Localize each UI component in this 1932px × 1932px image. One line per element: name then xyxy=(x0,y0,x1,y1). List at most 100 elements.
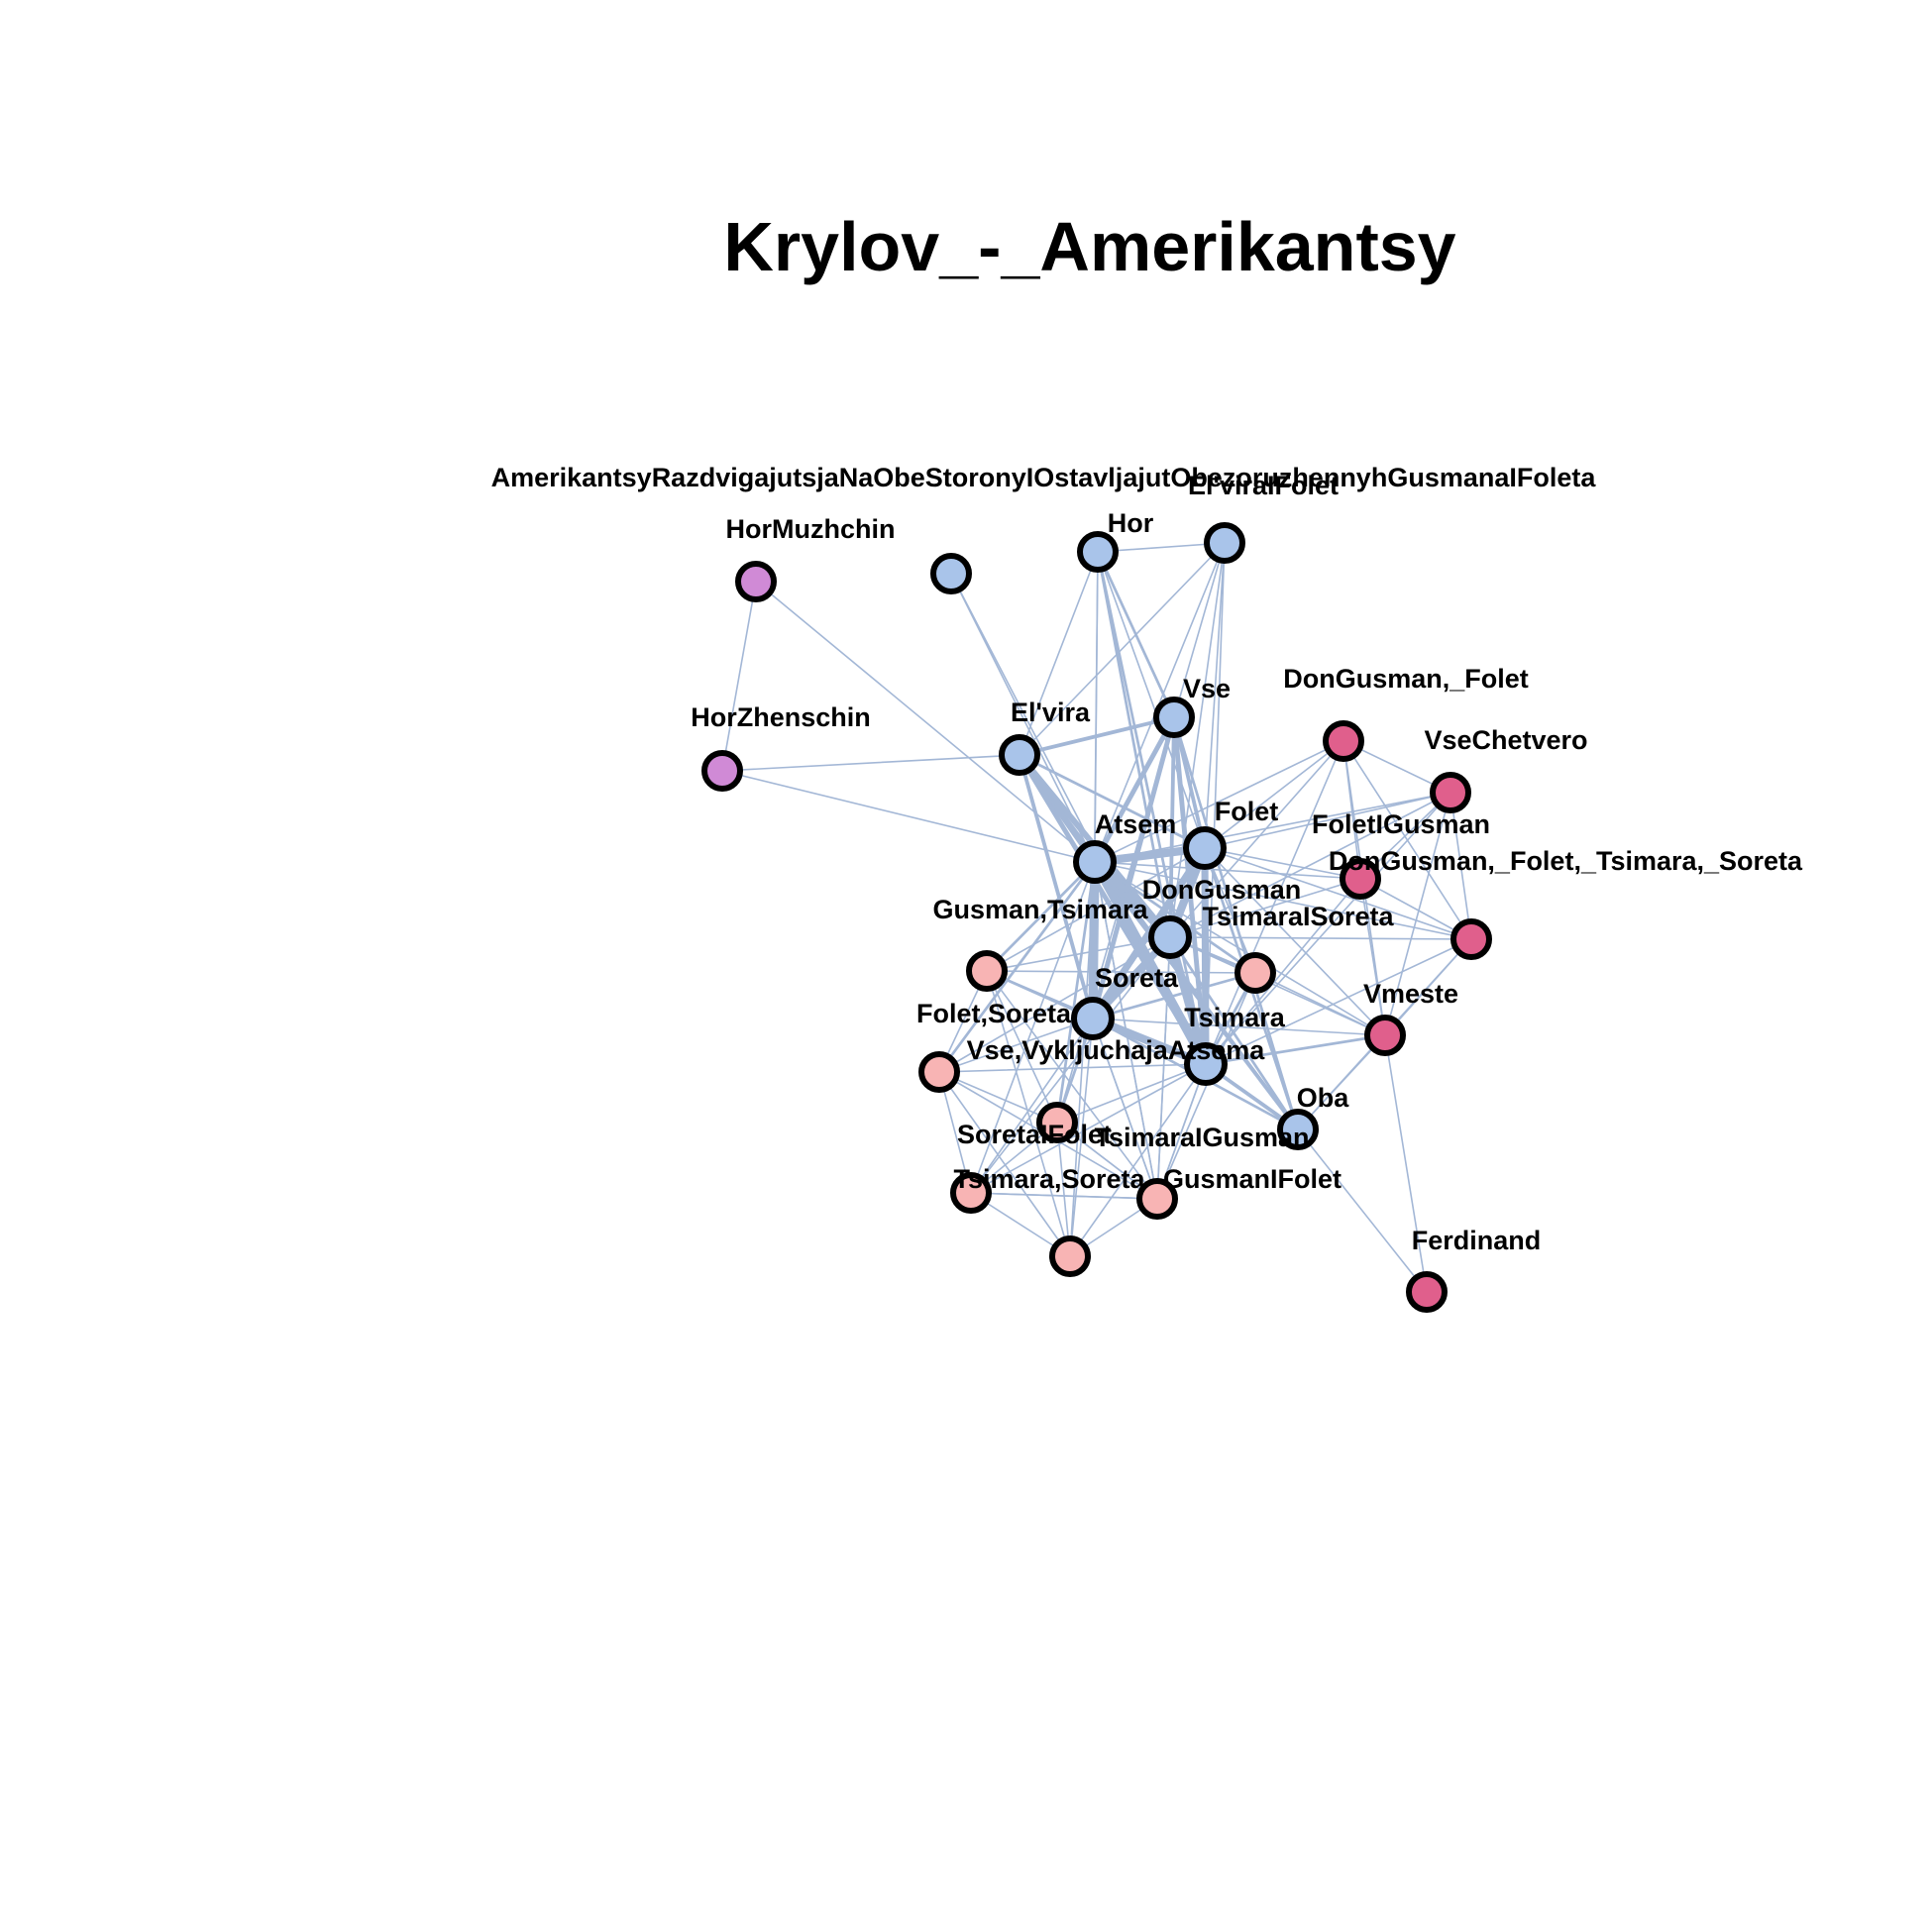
graph-edge xyxy=(1297,1128,1428,1293)
graph-edge xyxy=(1091,971,1257,1020)
graph-edge xyxy=(1018,715,1176,757)
graph-node[interactable] xyxy=(966,950,1008,992)
node-label: Folet xyxy=(1215,797,1279,826)
graph-edge xyxy=(985,860,1097,973)
graph-title: Krylov_-_Amerikantsy xyxy=(723,208,1455,285)
graph-edge xyxy=(1019,551,1099,756)
graph-node[interactable] xyxy=(1184,1042,1228,1086)
node-label: TsimaraISoreta xyxy=(1202,902,1394,931)
node-label: DonGusman,_Folet,_Tsimara,_Soreta xyxy=(1329,846,1803,876)
graph-edge xyxy=(1384,1034,1428,1293)
graph-edge xyxy=(1172,715,1207,850)
graph-edge xyxy=(721,770,1096,863)
graph-edge xyxy=(721,581,757,772)
graph-edge xyxy=(1204,740,1344,849)
graph-edge xyxy=(986,847,1206,972)
node-label: Soreta xyxy=(1095,963,1179,993)
graph-edge xyxy=(1069,1063,1207,1257)
graph-edge xyxy=(1359,878,1472,940)
graph-edge xyxy=(970,861,1096,1194)
graph-node[interactable] xyxy=(1073,840,1117,884)
node-label: Hor xyxy=(1108,508,1154,538)
graph-edge xyxy=(755,581,1096,863)
node-label: Tsimara xyxy=(1184,1003,1286,1032)
graph-edge xyxy=(986,970,1256,974)
graph-node[interactable] xyxy=(1204,522,1245,564)
graph-node[interactable] xyxy=(1277,1109,1319,1150)
graph-edge xyxy=(1204,1033,1387,1066)
graph-edge xyxy=(1156,1063,1207,1200)
graph-node[interactable] xyxy=(918,1051,960,1093)
graph-edge xyxy=(1096,550,1172,939)
graph-edge xyxy=(1092,714,1177,865)
graph-edge xyxy=(986,970,1158,1200)
node-label: Ferdinand xyxy=(1412,1226,1542,1255)
graph-edge xyxy=(938,1071,1058,1124)
graph-node[interactable] xyxy=(930,553,972,594)
graph-edge xyxy=(1069,1018,1094,1257)
graph-edge xyxy=(1201,844,1210,1068)
graph-edge xyxy=(1384,938,1472,1036)
node-label: Atsem xyxy=(1095,809,1177,839)
graph-edge xyxy=(1018,753,1095,1020)
node-label: GusmanIFolet xyxy=(1163,1164,1342,1194)
graph-node[interactable] xyxy=(701,750,743,792)
graph-edge xyxy=(1169,878,1361,938)
graph-edge xyxy=(986,970,1071,1257)
graph-edge xyxy=(970,1018,1094,1194)
graph-node[interactable] xyxy=(1323,720,1364,762)
graph-edge xyxy=(1204,847,1256,974)
graph-edge xyxy=(1342,740,1472,940)
graph-node[interactable] xyxy=(1049,1235,1091,1277)
graph-edge xyxy=(970,1192,1158,1200)
graph-edge xyxy=(1254,972,1386,1036)
node-label: Oba xyxy=(1297,1083,1349,1113)
graph-edge xyxy=(1359,878,1386,1036)
graph-edge xyxy=(970,936,1171,1194)
node-label: Gusman,Tsimara xyxy=(932,895,1148,924)
graph-node[interactable] xyxy=(1340,858,1381,900)
graph-node[interactable] xyxy=(1136,1178,1178,1220)
graph-edge xyxy=(1169,542,1226,938)
graph-edge xyxy=(938,936,1171,1073)
graph-node[interactable] xyxy=(1430,772,1471,813)
graph-node[interactable] xyxy=(1364,1015,1406,1056)
graph-edge xyxy=(1088,857,1100,1023)
graph-edge xyxy=(1056,716,1175,1124)
graph-node[interactable] xyxy=(1036,1102,1078,1143)
graph-edge xyxy=(1204,847,1386,1036)
node-label: VseChetvero xyxy=(1424,725,1587,755)
graph-node[interactable] xyxy=(1406,1271,1448,1313)
graph-node[interactable] xyxy=(1148,915,1192,959)
node-label: HorMuzhchin xyxy=(726,514,896,544)
node-label: AmerikantsyRazdvigajutsjaNaObeStoronyIOs… xyxy=(491,463,1597,492)
node-label: DonGusman xyxy=(1142,875,1302,905)
graph-node[interactable] xyxy=(1071,997,1115,1040)
graph-node[interactable] xyxy=(735,561,777,602)
graph-node[interactable] xyxy=(1077,531,1119,573)
node-label: SoretaIFolet xyxy=(957,1120,1112,1149)
node-label: TsimaraIGusman xyxy=(1094,1123,1309,1152)
graph-node[interactable] xyxy=(999,734,1040,776)
graph-edge xyxy=(1056,1122,1158,1200)
graph-node[interactable] xyxy=(1153,697,1195,738)
node-label: Vmeste xyxy=(1363,979,1458,1009)
node-label: FoletIGusman xyxy=(1312,809,1490,839)
graph-node[interactable] xyxy=(1450,918,1492,960)
node-label: Vse,VykljuchajaAtsema xyxy=(967,1035,1266,1065)
graph-edge xyxy=(938,1063,1207,1073)
graph-edge xyxy=(1205,740,1344,1065)
node-label: DonGusman,_Folet xyxy=(1283,664,1529,694)
graph-edge xyxy=(1069,861,1096,1257)
node-label: Folet,Soreta xyxy=(916,999,1072,1028)
graph-node[interactable] xyxy=(950,1172,992,1214)
graph-edge xyxy=(986,970,1058,1124)
graph-edge xyxy=(938,1071,1071,1257)
graph-node[interactable] xyxy=(1234,952,1276,994)
graph-edge xyxy=(1094,740,1344,863)
node-label: HorZhenschin xyxy=(691,702,871,732)
graph-node[interactable] xyxy=(1183,826,1227,870)
graph-edge xyxy=(1205,938,1472,1065)
